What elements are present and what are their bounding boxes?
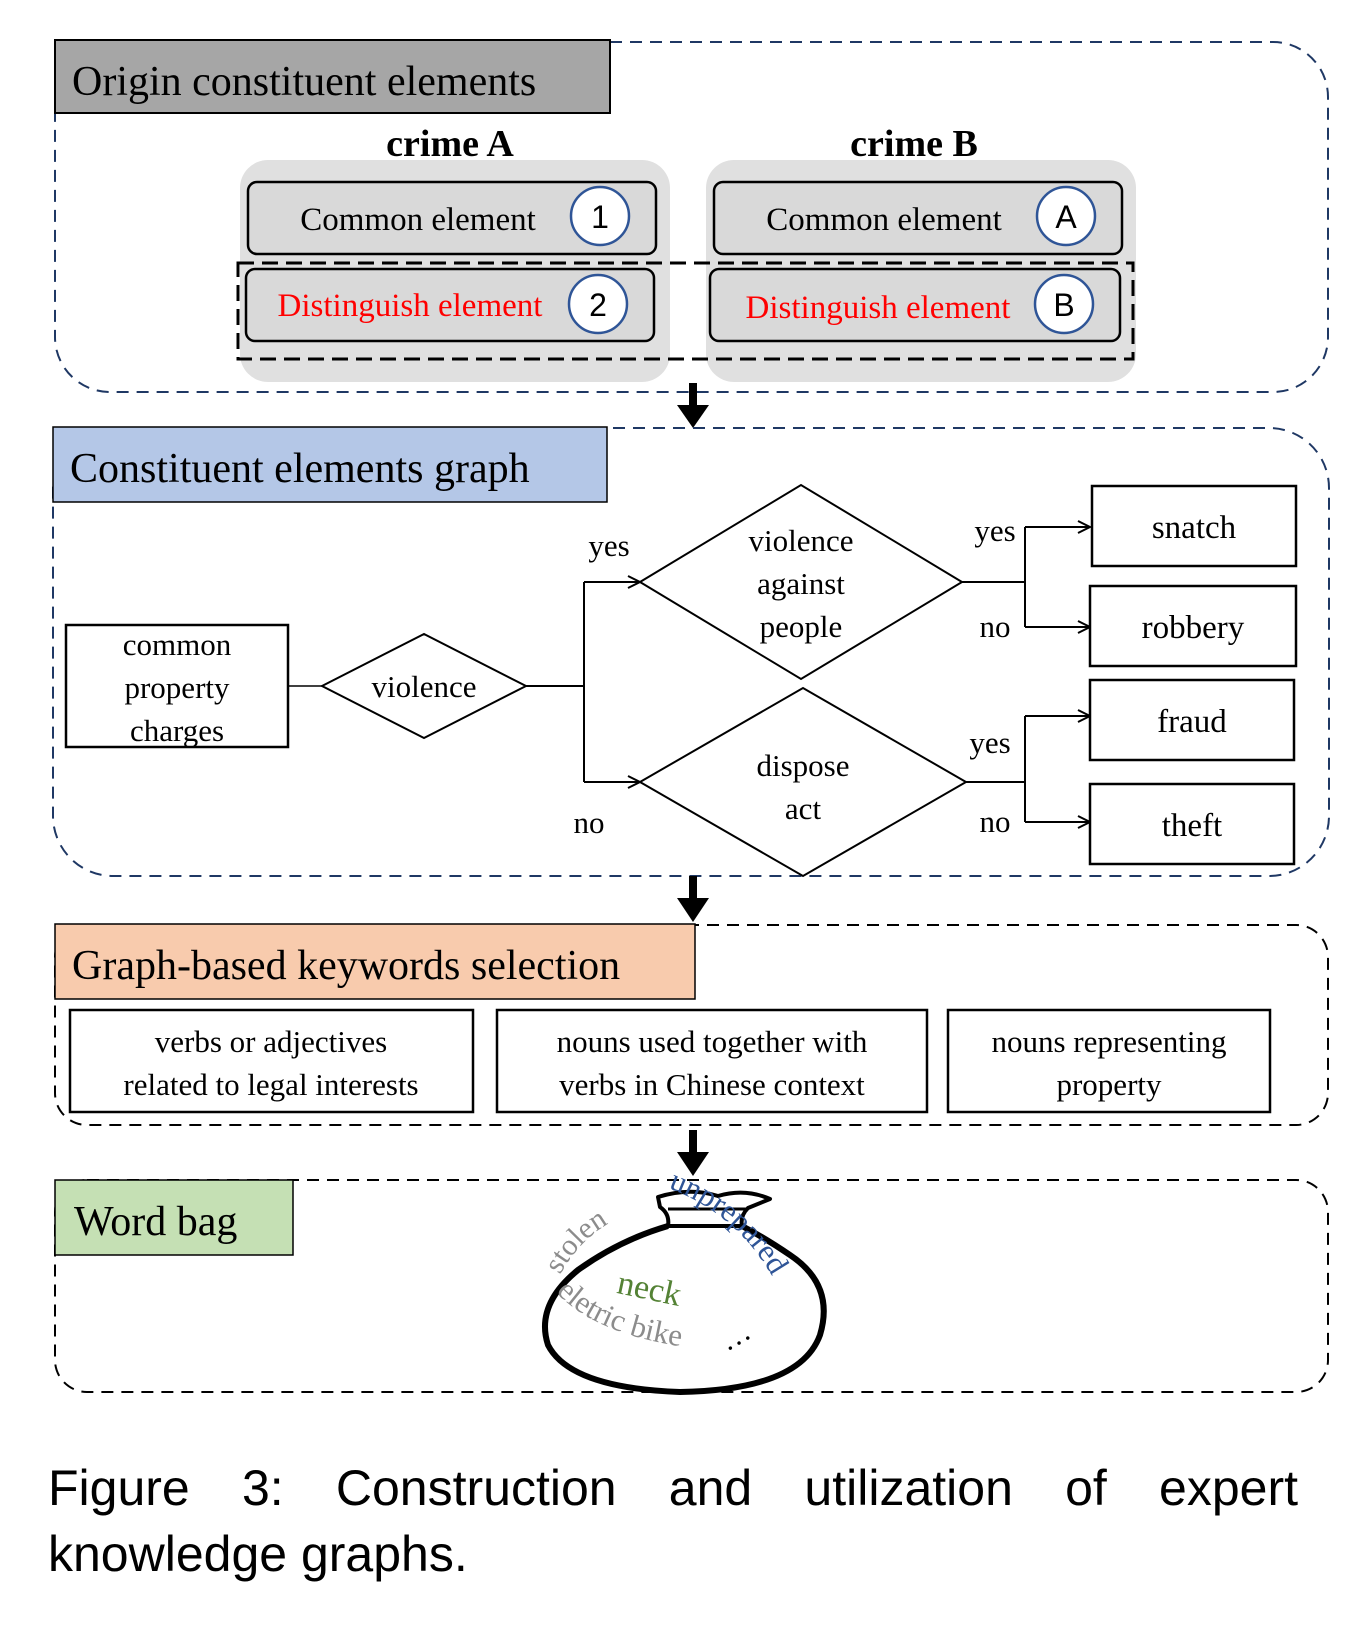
figure-caption: Figure 3: Construction and utilization o… bbox=[48, 1460, 1298, 1582]
keywords-section: Graph-based keywords selection verbs or … bbox=[54, 923, 1329, 1126]
crime-b-distinguish-box bbox=[708, 267, 1122, 343]
decision-against-people-line-3: people bbox=[760, 609, 843, 644]
edge-violence-no-label: no bbox=[574, 805, 605, 840]
keyword-box-property bbox=[946, 1008, 1272, 1114]
crime-a-distinguish-marker: 2 bbox=[589, 287, 607, 323]
keyword-box-property-line-1: nouns representing bbox=[991, 1024, 1226, 1059]
crime-b-common-box bbox=[712, 180, 1124, 256]
keyword-box-property-line-2: property bbox=[1056, 1067, 1162, 1102]
decision-against-people-line-2: against bbox=[757, 566, 845, 601]
decision-against-people-line-1: violence bbox=[748, 523, 853, 558]
wordbag-section: Word bag stolen neck unprepared eletric … bbox=[54, 1162, 1329, 1395]
keyword-box-chinese-context bbox=[495, 1008, 929, 1114]
graph-title: Constituent elements graph bbox=[70, 446, 530, 492]
distinguish-highlight-box bbox=[236, 261, 1135, 361]
crime-a-distinguish-box bbox=[244, 267, 656, 343]
crime-a-common-label: Common element bbox=[300, 202, 536, 238]
down-arrow-icon bbox=[677, 1130, 709, 1176]
crime-b-distinguish-label: Distinguish element bbox=[746, 290, 1011, 326]
origin-section-border bbox=[54, 41, 1329, 393]
crime-a-heading: crime A bbox=[386, 123, 514, 165]
circle-marker-icon bbox=[567, 273, 629, 335]
word-bag-icon bbox=[542, 1189, 827, 1395]
start-node-box bbox=[64, 623, 290, 749]
edge-dispose-yes-label: yes bbox=[969, 725, 1010, 760]
keyword-box-legal-interests bbox=[68, 1008, 475, 1114]
crime-b-distinguish-marker: B bbox=[1053, 287, 1074, 323]
wordbag-title: Word bag bbox=[74, 1199, 237, 1245]
keywords-title-box bbox=[54, 923, 696, 1000]
decision-dispose-line-1: dispose bbox=[757, 748, 850, 783]
edge-dispose-no-label: no bbox=[980, 804, 1011, 839]
crime-b-heading: crime B bbox=[850, 123, 978, 165]
decision-dispose-line-2: act bbox=[785, 791, 822, 826]
decision-violence-label: violence bbox=[371, 669, 476, 704]
outcome-fraud-label: fraud bbox=[1157, 704, 1227, 740]
origin-section: Origin constituent elements crime A Comm… bbox=[54, 39, 1329, 393]
outcome-robbery bbox=[1088, 584, 1298, 668]
circle-marker-icon bbox=[569, 185, 631, 247]
outcome-snatch bbox=[1090, 484, 1298, 568]
word-stolen: stolen bbox=[538, 1202, 613, 1279]
word-ellipsis: … bbox=[714, 1314, 756, 1358]
start-node-line-1: common bbox=[123, 627, 232, 662]
crime-a-common-box bbox=[246, 180, 658, 256]
keyword-box-legal-interests-line-1: verbs or adjectives bbox=[155, 1024, 387, 1059]
wordbag-title-box bbox=[54, 1179, 294, 1256]
graph-section: Constituent elements graph common proper… bbox=[52, 426, 1330, 878]
outcome-theft-label: theft bbox=[1162, 808, 1222, 844]
crime-b-common-label: Common element bbox=[766, 202, 1002, 238]
outcome-fraud bbox=[1088, 678, 1296, 762]
origin-title-box bbox=[54, 39, 611, 114]
edge-people-yes-label: yes bbox=[974, 513, 1015, 548]
outcome-theft bbox=[1088, 782, 1296, 866]
keyword-box-legal-interests-line-2: related to legal interests bbox=[123, 1067, 418, 1102]
keywords-title: Graph-based keywords selection bbox=[72, 943, 620, 989]
down-arrow-icon bbox=[677, 876, 709, 922]
keyword-box-chinese-context-line-2: verbs in Chinese context bbox=[559, 1067, 865, 1102]
down-arrow-icon bbox=[677, 383, 709, 428]
edge-people-no-label: no bbox=[980, 609, 1011, 644]
outcome-robbery-label: robbery bbox=[1142, 610, 1245, 646]
start-node-line-3: charges bbox=[130, 713, 224, 748]
crime-b-common-marker: A bbox=[1055, 199, 1077, 235]
crime-a-distinguish-label: Distinguish element bbox=[278, 288, 543, 324]
circle-marker-icon bbox=[1035, 185, 1097, 247]
crime-a-common-marker: 1 bbox=[591, 199, 609, 235]
outcome-snatch-label: snatch bbox=[1152, 510, 1237, 546]
start-node-line-2: property bbox=[124, 670, 230, 705]
origin-title: Origin constituent elements bbox=[72, 59, 536, 105]
circle-marker-icon bbox=[1033, 273, 1095, 335]
edge-violence-yes-label: yes bbox=[588, 528, 629, 563]
graph-title-box bbox=[52, 426, 608, 503]
keyword-box-chinese-context-line-1: nouns used together with bbox=[557, 1024, 868, 1059]
